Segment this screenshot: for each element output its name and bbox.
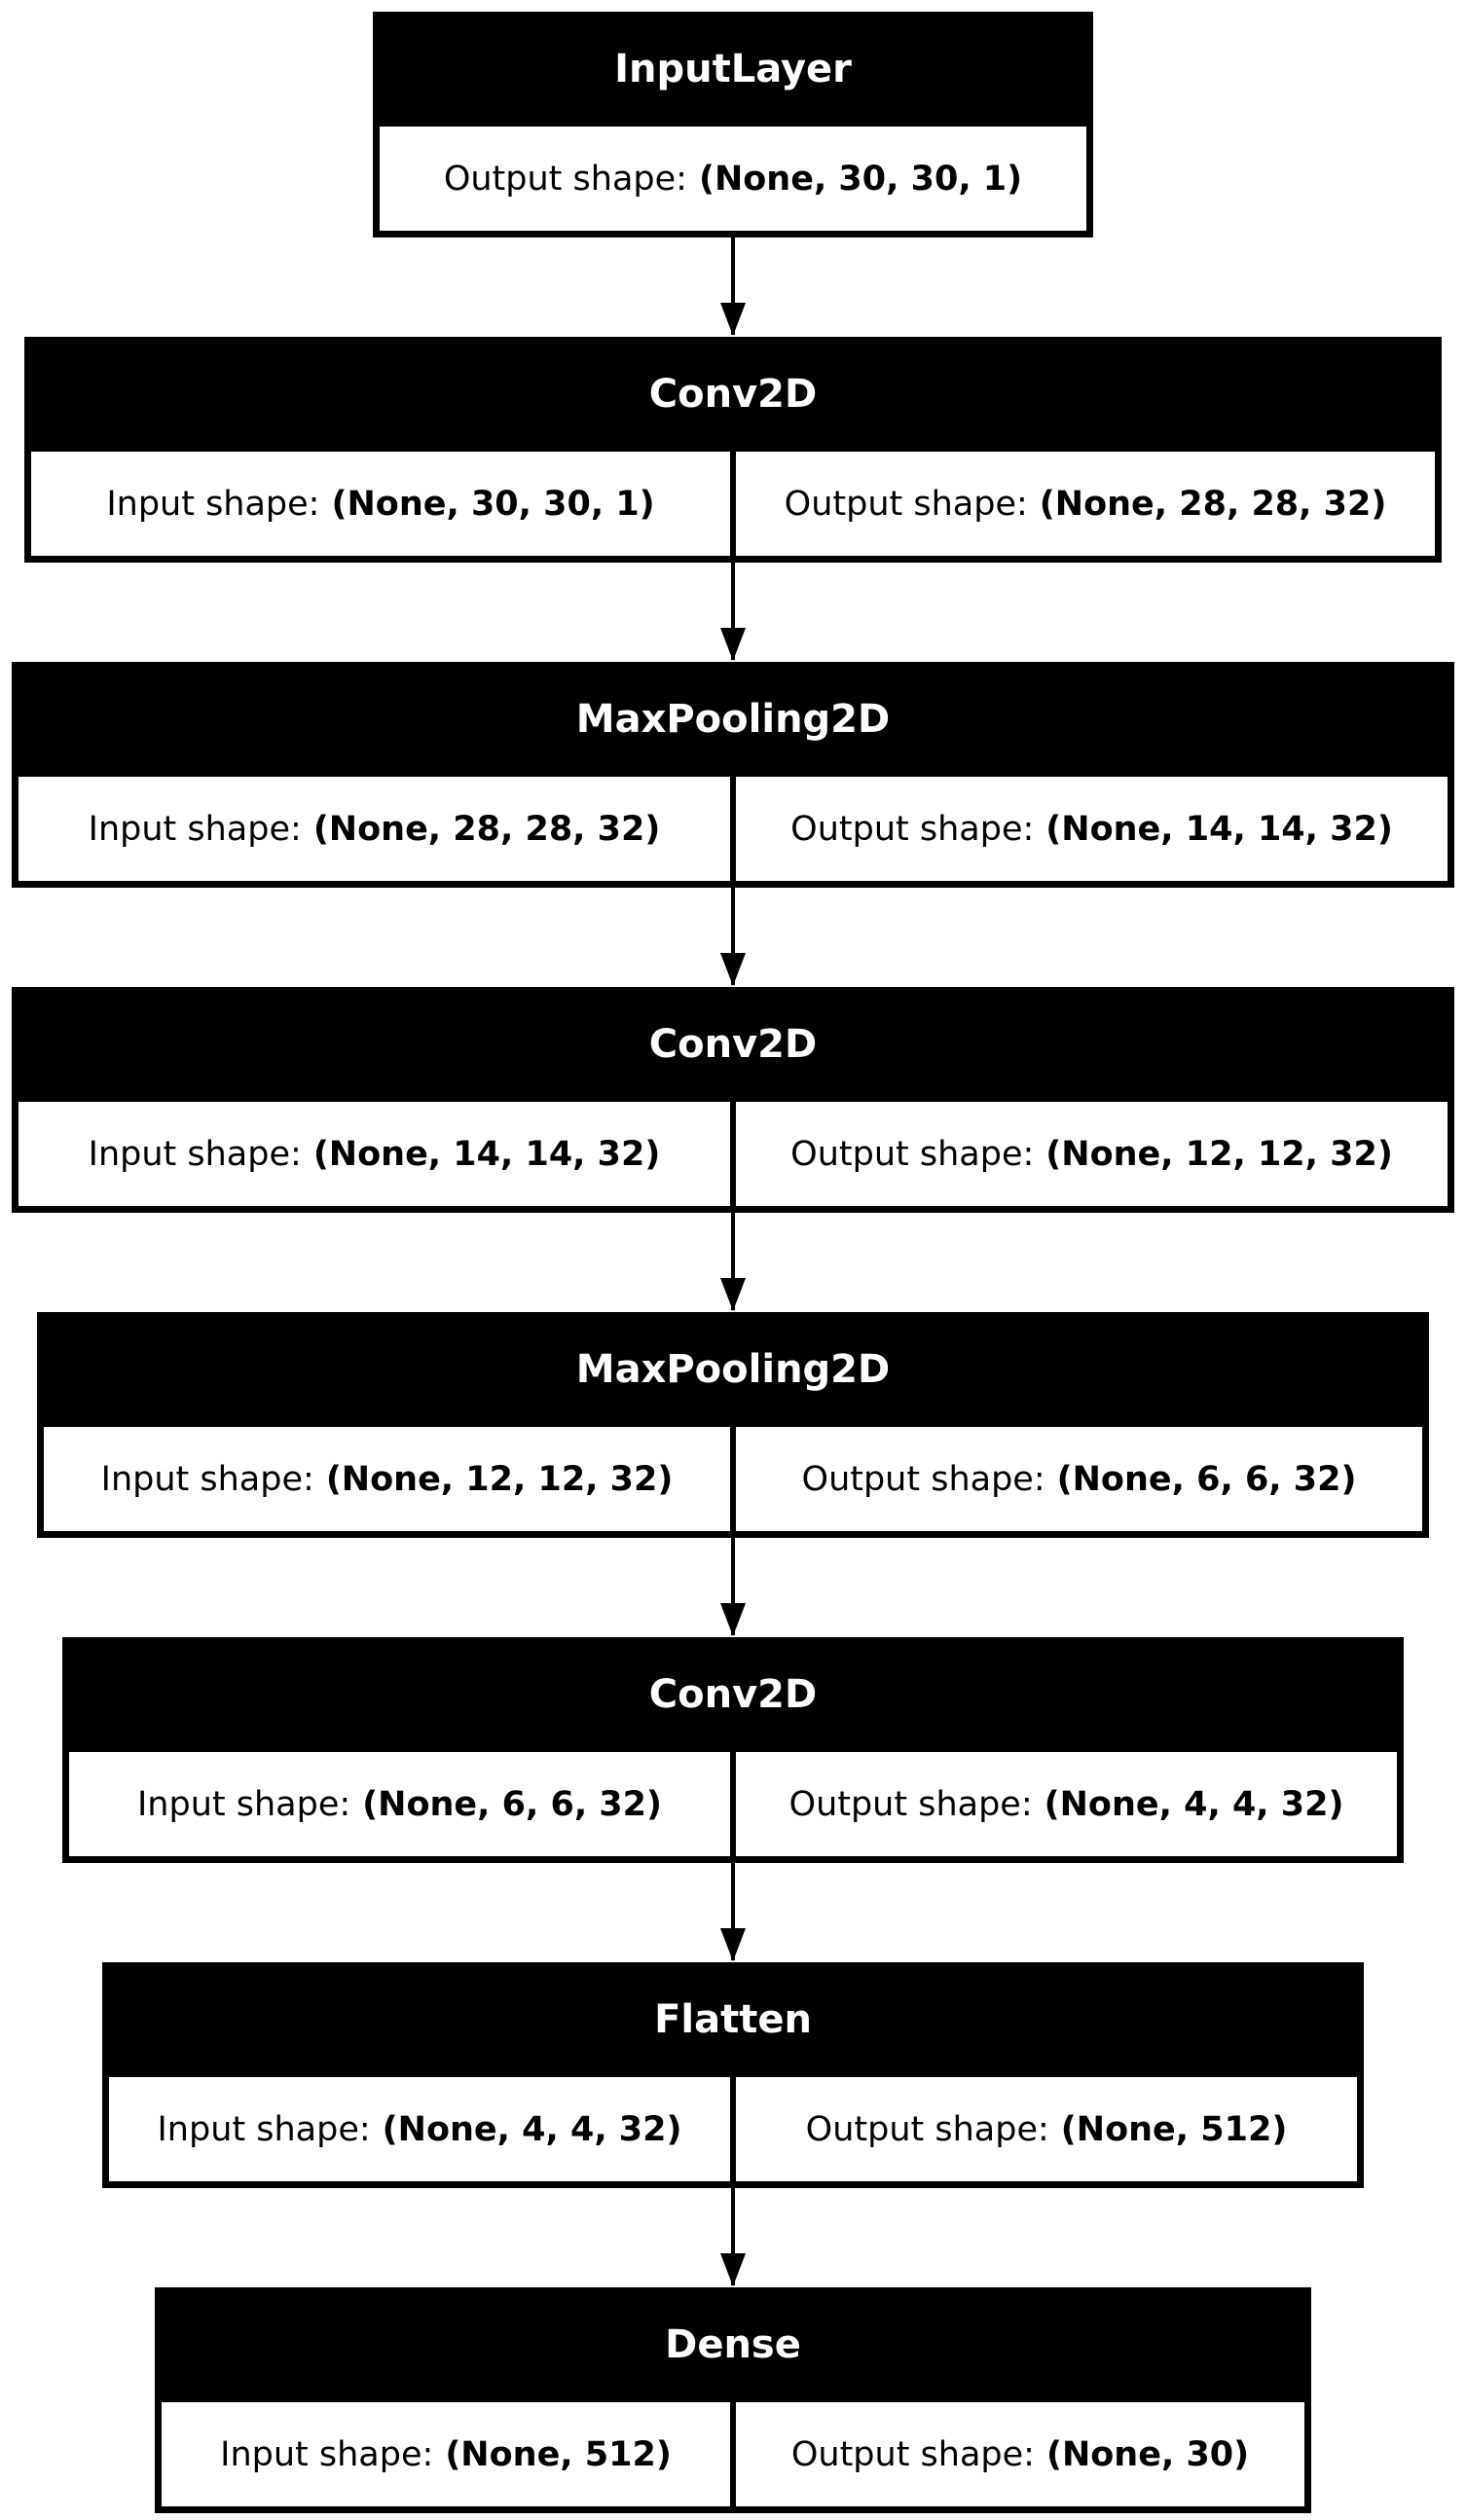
input-shape-value: (None, 30, 30, 1): [331, 484, 655, 524]
output-shape-label: Output shape:: [790, 2434, 1035, 2474]
output-shape-label: Output shape:: [805, 2109, 1049, 2149]
layer-node: Dense Input shape: (None, 512) Output sh…: [155, 2287, 1311, 2513]
input-shape-cell: Input shape: (None, 4, 4, 32): [109, 2077, 730, 2181]
layer-node: Conv2D Input shape: (None, 30, 30, 1) Ou…: [24, 337, 1442, 563]
output-shape-value: (None, 6, 6, 32): [1056, 1459, 1357, 1499]
layer-title: Conv2D: [648, 1672, 818, 1717]
output-shape-value: (None, 512): [1060, 2109, 1288, 2149]
layer-shapes: Input shape: (None, 12, 12, 32) Output s…: [44, 1427, 1422, 1531]
output-shape-cell: Output shape: (None, 30, 30, 1): [380, 127, 1086, 231]
layer-title: Dense: [665, 2322, 801, 2367]
flow-arrow: [720, 1538, 746, 1636]
output-shape-value: (None, 28, 28, 32): [1039, 484, 1387, 524]
input-shape-label: Input shape:: [220, 2434, 434, 2474]
flow-arrow: [720, 2188, 746, 2286]
input-shape-label: Input shape:: [88, 809, 302, 849]
input-shape-value: (None, 512): [445, 2434, 672, 2474]
output-shape-cell: Output shape: (None, 14, 14, 32): [736, 777, 1448, 881]
input-shape-value: (None, 6, 6, 32): [362, 1784, 662, 1824]
layer-shapes: Input shape: (None, 4, 4, 32) Output sha…: [109, 2077, 1357, 2181]
layer-node: Conv2D Input shape: (None, 6, 6, 32) Out…: [62, 1637, 1404, 1863]
output-shape-value: (None, 30, 30, 1): [698, 159, 1023, 199]
layer-shapes: Input shape: (None, 512) Output shape: (…: [162, 2402, 1304, 2506]
layer-title: InputLayer: [614, 47, 852, 91]
output-shape-label: Output shape:: [790, 1134, 1035, 1174]
input-shape-cell: Input shape: (None, 30, 30, 1): [31, 452, 730, 556]
layer-title: Conv2D: [648, 1022, 818, 1067]
input-shape-cell: Input shape: (None, 12, 12, 32): [44, 1427, 730, 1531]
layer-title: MaxPooling2D: [575, 1347, 891, 1392]
output-shape-cell: Output shape: (None, 12, 12, 32): [736, 1102, 1448, 1206]
layer-node: Conv2D Input shape: (None, 14, 14, 32) O…: [12, 987, 1454, 1213]
output-shape-cell: Output shape: (None, 30): [736, 2402, 1304, 2506]
input-shape-cell: Input shape: (None, 6, 6, 32): [69, 1752, 730, 1856]
input-shape-value: (None, 12, 12, 32): [325, 1459, 674, 1499]
output-shape-cell: Output shape: (None, 28, 28, 32): [736, 452, 1435, 556]
layer-shapes: Output shape: (None, 30, 30, 1): [380, 127, 1086, 231]
output-shape-label: Output shape:: [788, 1784, 1033, 1824]
output-shape-label: Output shape:: [784, 484, 1028, 524]
layer-shapes: Input shape: (None, 28, 28, 32) Output s…: [18, 777, 1448, 881]
flow-arrow: [720, 563, 746, 661]
layer-title: MaxPooling2D: [575, 697, 891, 742]
input-shape-label: Input shape:: [100, 1459, 314, 1499]
output-shape-label: Output shape:: [801, 1459, 1045, 1499]
input-shape-label: Input shape:: [106, 484, 320, 524]
input-shape-value: (None, 14, 14, 32): [312, 1134, 661, 1174]
input-shape-label: Input shape:: [136, 1784, 351, 1824]
flow-arrow: [720, 1863, 746, 1961]
flow-arrow: [720, 888, 746, 986]
input-shape-cell: Input shape: (None, 28, 28, 32): [18, 777, 730, 881]
flow-arrow: [720, 1213, 746, 1311]
layer-shapes: Input shape: (None, 14, 14, 32) Output s…: [18, 1102, 1448, 1206]
layer-title: Conv2D: [648, 372, 818, 417]
output-shape-value: (None, 4, 4, 32): [1044, 1784, 1344, 1824]
layer-node: Flatten Input shape: (None, 4, 4, 32) Ou…: [102, 1962, 1364, 2188]
layer-node: MaxPooling2D Input shape: (None, 12, 12,…: [37, 1312, 1429, 1538]
layer-shapes: Input shape: (None, 30, 30, 1) Output sh…: [31, 452, 1435, 556]
layer-shapes: Input shape: (None, 6, 6, 32) Output sha…: [69, 1752, 1397, 1856]
input-shape-cell: Input shape: (None, 512): [162, 2402, 730, 2506]
input-shape-label: Input shape:: [88, 1134, 302, 1174]
input-shape-label: Input shape:: [157, 2109, 371, 2149]
output-shape-label: Output shape:: [443, 159, 687, 199]
output-shape-cell: Output shape: (None, 6, 6, 32): [736, 1427, 1422, 1531]
output-shape-value: (None, 30): [1045, 2434, 1250, 2474]
input-shape-cell: Input shape: (None, 14, 14, 32): [18, 1102, 730, 1206]
flow-arrow: [720, 237, 746, 336]
input-shape-value: (None, 28, 28, 32): [312, 809, 661, 849]
output-shape-cell: Output shape: (None, 512): [736, 2077, 1357, 2181]
layer-title: Flatten: [654, 1997, 812, 2042]
input-shape-value: (None, 4, 4, 32): [382, 2109, 682, 2149]
output-shape-value: (None, 12, 12, 32): [1045, 1134, 1393, 1174]
output-shape-cell: Output shape: (None, 4, 4, 32): [736, 1752, 1397, 1856]
layer-node: InputLayer Output shape: (None, 30, 30, …: [373, 12, 1093, 237]
output-shape-value: (None, 14, 14, 32): [1045, 809, 1393, 849]
layer-node: MaxPooling2D Input shape: (None, 28, 28,…: [12, 662, 1454, 888]
output-shape-label: Output shape:: [790, 809, 1035, 849]
